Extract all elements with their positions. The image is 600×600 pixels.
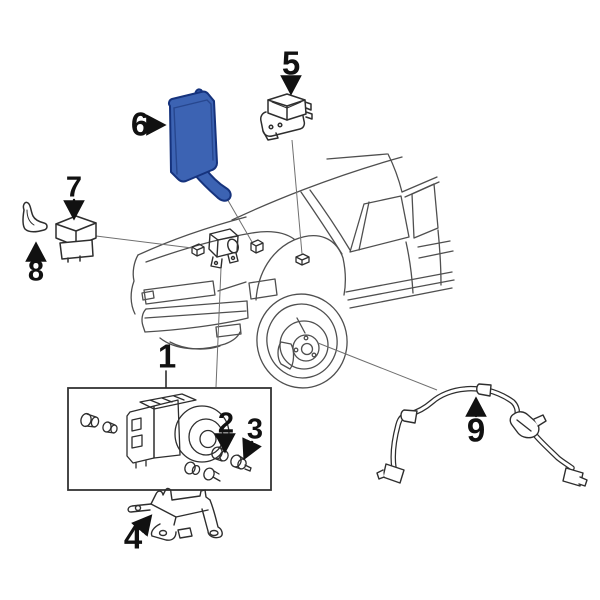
callout-2[interactable]: 2: [217, 407, 235, 440]
callout-3[interactable]: 3: [246, 413, 264, 446]
callout-6[interactable]: 6: [130, 105, 150, 143]
part-5-relay[interactable]: [260, 93, 313, 141]
callout-8[interactable]: 8: [27, 255, 45, 288]
callout-1[interactable]: 1: [157, 337, 177, 375]
part-3-bushing-with-stud[interactable]: [229, 454, 252, 472]
part-4-mounting-bracket[interactable]: [127, 487, 223, 541]
callout-9[interactable]: 9: [466, 411, 486, 449]
engine-bay-actuator-location[interactable]: [208, 228, 240, 269]
vehicle-outline-illustration: [130, 153, 455, 389]
part-9-wire-harness[interactable]: [376, 383, 588, 487]
module-location-cube-center[interactable]: [250, 239, 264, 254]
part-8-bracket[interactable]: [22, 201, 48, 233]
relay-location-cube-cowl[interactable]: [295, 253, 310, 266]
callout-5[interactable]: 5: [281, 44, 301, 82]
part-1-group-box[interactable]: [67, 387, 272, 491]
callout-arrows: [25, 75, 487, 537]
relay-location-cube-left[interactable]: [191, 243, 205, 257]
part-6-control-module-highlighted[interactable]: [167, 88, 232, 202]
part-7-relay[interactable]: [55, 215, 97, 263]
part-1-abs-actuator-assembly[interactable]: [79, 393, 230, 482]
callout-4[interactable]: 4: [123, 518, 143, 556]
leader-lines: [95, 139, 438, 391]
callout-7[interactable]: 7: [65, 171, 83, 204]
